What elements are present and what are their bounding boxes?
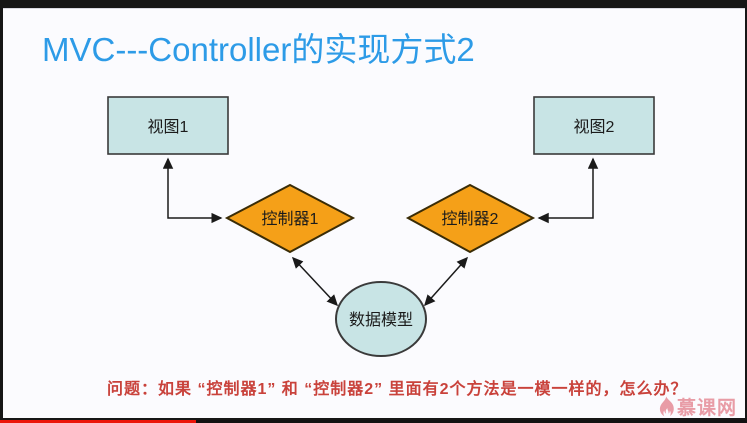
arrow-view1-controller1	[162, 157, 223, 224]
controller2-label: 控制器2	[442, 210, 499, 228]
imooc-watermark: 慕课网	[658, 393, 737, 420]
video-progress-track[interactable]	[0, 420, 747, 423]
model-circle	[335, 281, 427, 357]
controller1-diamond	[224, 183, 356, 254]
view2-box	[533, 96, 655, 155]
arrow-view2-controller2	[537, 157, 599, 224]
question-text: 问题：如果 “控制器1” 和 “控制器2” 里面有2个方法是一模一样的，怎么办？	[107, 381, 688, 398]
watermark-brand: 慕课网	[676, 398, 737, 419]
mvc-diagram: 视图1 视图2 控制器1 控制器2 数据模型	[107, 96, 655, 357]
controller1-label: 控制器1	[262, 210, 319, 228]
view1-box	[107, 96, 229, 155]
controller2-diamond	[405, 183, 536, 254]
flame-icon	[659, 396, 674, 416]
slide-canvas: MVC---Controller的实现方式2 视图1 视图2 控制器1 控制器2…	[3, 8, 745, 420]
slide-title: MVC---Controller的实现方式2	[42, 31, 475, 68]
arrow-controller2-model	[424, 256, 468, 307]
model-label: 数据模型	[349, 311, 413, 329]
view1-label: 视图1	[148, 118, 189, 136]
video-progress-bar[interactable]	[0, 420, 197, 423]
arrow-controller1-model	[291, 256, 339, 307]
view2-label: 视图2	[574, 118, 615, 136]
